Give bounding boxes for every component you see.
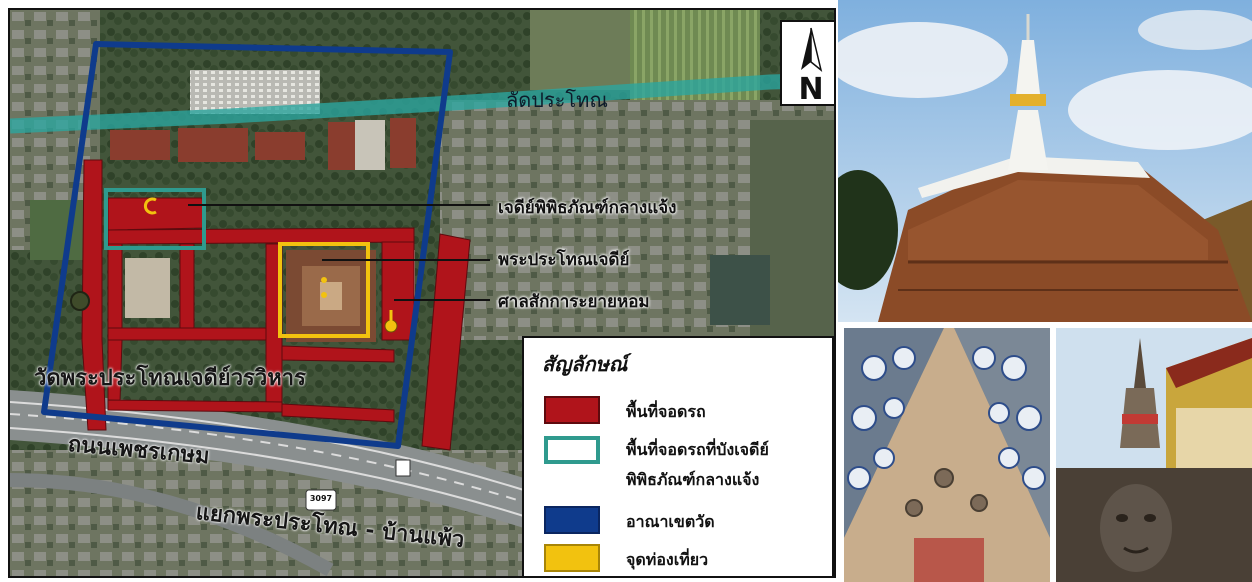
- legend-label-parking: พื้นที่จอดรถ: [626, 402, 706, 421]
- chedi-ceramic-decoration-photo: [844, 328, 1050, 582]
- legend-label-obstructing-parking-2: พิพิธภัณฑ์กลางแจ้ง: [626, 470, 760, 489]
- legend: สัญลักษณ์ พื้นที่จอดรถ พื้นที่จอดรถที่บั…: [522, 336, 834, 576]
- legend-swatch-attraction: [544, 544, 600, 572]
- north-arrow: N: [780, 20, 834, 107]
- callout-chedi-pipitaphan: เจดีย์พิพิธภัณฑ์กลางแจ้ง: [498, 198, 677, 218]
- legend-swatch-temple-boundary: [544, 506, 600, 534]
- temple-name-label: วัดพระประโทณเจดีย์วรวิหาร: [34, 366, 306, 391]
- legend-title: สัญลักษณ์: [542, 352, 628, 376]
- callout-sala: ศาลสักการะยายหอม: [498, 292, 650, 312]
- north-label: N: [798, 72, 824, 107]
- phra-prathon-chedi-photo: [838, 0, 1252, 322]
- canal-label: ลัดประโทณ: [506, 88, 608, 112]
- legend-swatch-obstructing-parking: [544, 436, 600, 464]
- site-map: ลัดประโทณ เจดีย์พิพิธภัณฑ์กลางแจ้ง พระปร…: [8, 8, 836, 578]
- legend-label-obstructing-parking: พื้นที่จอดรถที่บังเจดีย์: [626, 440, 769, 459]
- legend-label-temple-boundary: อาณาเขตวัด: [626, 512, 715, 531]
- legend-swatch-parking: [544, 396, 600, 424]
- north-arrow-icon: [801, 27, 823, 72]
- legend-label-attraction: จุดท่องเที่ยว: [626, 550, 709, 569]
- callout-phra-prathon-chedi: พระประโทณเจดีย์: [498, 250, 630, 270]
- stupa-and-stone-face-photo: [1056, 328, 1252, 582]
- route-shield: 3097: [309, 494, 333, 503]
